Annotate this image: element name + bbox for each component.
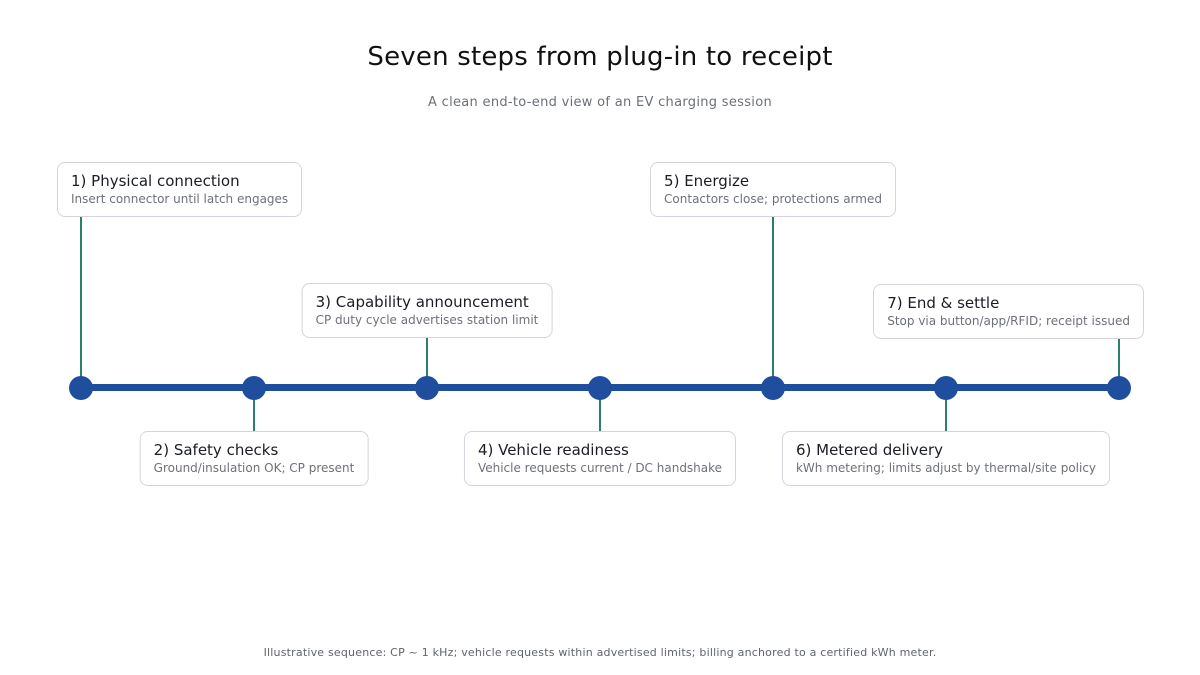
timeline-node xyxy=(69,375,93,400)
timeline-node xyxy=(1107,375,1131,400)
timeline-node xyxy=(242,375,266,400)
connector-line xyxy=(426,322,428,388)
connector-line xyxy=(1118,322,1120,388)
step-desc: Ground/insulation OK; CP present xyxy=(153,461,355,476)
step-card: 4) Vehicle readiness Vehicle requests cu… xyxy=(463,431,737,487)
step-card: 3) Capability announcement CP duty cycle… xyxy=(301,283,553,339)
timeline-node xyxy=(934,375,958,400)
step-title: 4) Vehicle readiness xyxy=(477,441,629,459)
step-desc: Contactors close; protections armed xyxy=(664,192,882,207)
step-card: 2) Safety checks Ground/insulation OK; C… xyxy=(139,431,369,487)
page-title: Seven steps from plug-in to receipt xyxy=(367,42,833,72)
step-title: 1) Physical connection xyxy=(71,172,240,190)
connector-line xyxy=(253,388,255,436)
step-desc: kWh metering; limits adjust by thermal/s… xyxy=(795,461,1097,476)
step-desc: Stop via button/app/RFID; receipt issued xyxy=(887,314,1130,329)
timeline-node xyxy=(761,375,785,400)
footnote: Illustrative sequence: CP ~ 1 kHz; vehic… xyxy=(263,646,937,659)
step-desc: Insert connector until latch engages xyxy=(71,192,289,207)
step-card: 5) Energize Contactors close; protection… xyxy=(650,162,896,218)
timeline-node xyxy=(588,375,612,400)
step-title: 3) Capability announcement xyxy=(315,293,529,311)
connector-line xyxy=(945,388,947,436)
step-desc: CP duty cycle advertises station limit xyxy=(315,313,539,328)
step-title: 7) End & settle xyxy=(887,294,1000,312)
connector-line xyxy=(80,205,82,388)
step-card: 6) Metered delivery kWh metering; limits… xyxy=(781,431,1111,487)
step-title: 2) Safety checks xyxy=(153,441,279,459)
step-card: 1) Physical connection Insert connector … xyxy=(57,162,303,218)
connector-line xyxy=(772,205,774,388)
step-title: 6) Metered delivery xyxy=(795,441,944,459)
timeline-node xyxy=(415,375,439,400)
step-desc: Vehicle requests current / DC handshake xyxy=(477,461,723,476)
step-card: 7) End & settle Stop via button/app/RFID… xyxy=(873,284,1144,340)
step-title: 5) Energize xyxy=(664,172,750,190)
connector-line xyxy=(599,388,601,436)
page-subtitle: A clean end-to-end view of an EV chargin… xyxy=(428,95,772,110)
